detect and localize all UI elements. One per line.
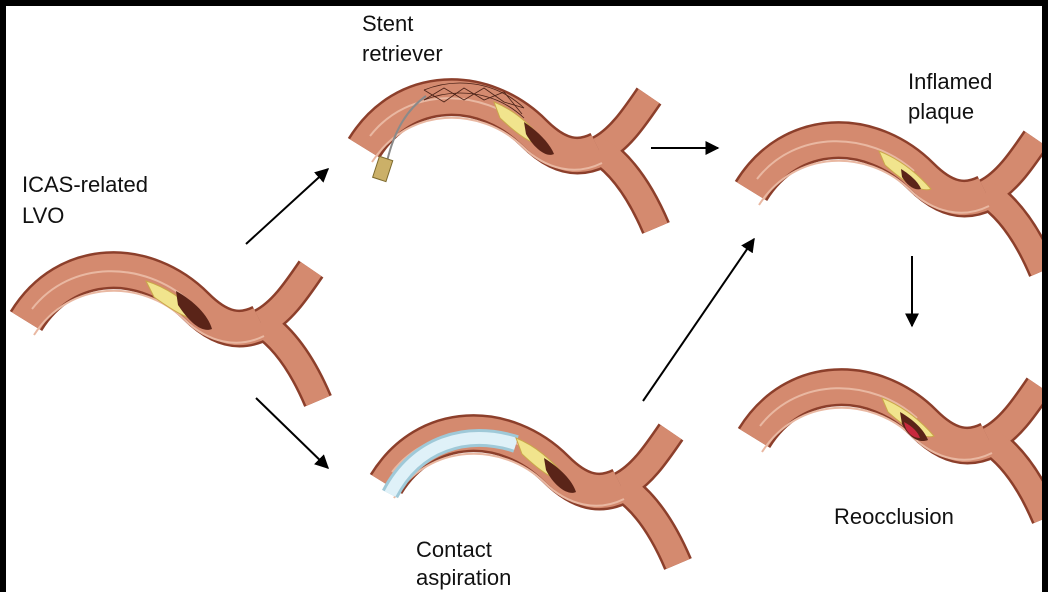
label-lvo: LVO [22,202,64,230]
label-aspiration: aspiration [416,564,511,592]
arrow-to-aspiration [256,398,328,468]
label-plaque: plaque [908,98,974,126]
vessel-stent-retriever [364,83,656,228]
label-retriever: retriever [362,40,443,68]
label-icas-related: ICAS-related [22,171,148,199]
label-contact: Contact [416,536,492,564]
vessel-reocclusion [754,386,1042,518]
label-inflamed: Inflamed [908,68,992,96]
vessel-inflamed-plaque [751,139,1042,271]
label-reocclusion: Reocclusion [834,503,954,531]
diagram-canvas: ICAS-related LVO Stent retriever Inflame… [6,6,1042,592]
microcatheter [373,156,393,181]
arrow-aspiration-to-plaque [643,239,754,401]
label-stent: Stent [362,10,413,38]
vessel-icas-lvo [26,269,318,401]
arrow-to-stent [246,169,328,244]
